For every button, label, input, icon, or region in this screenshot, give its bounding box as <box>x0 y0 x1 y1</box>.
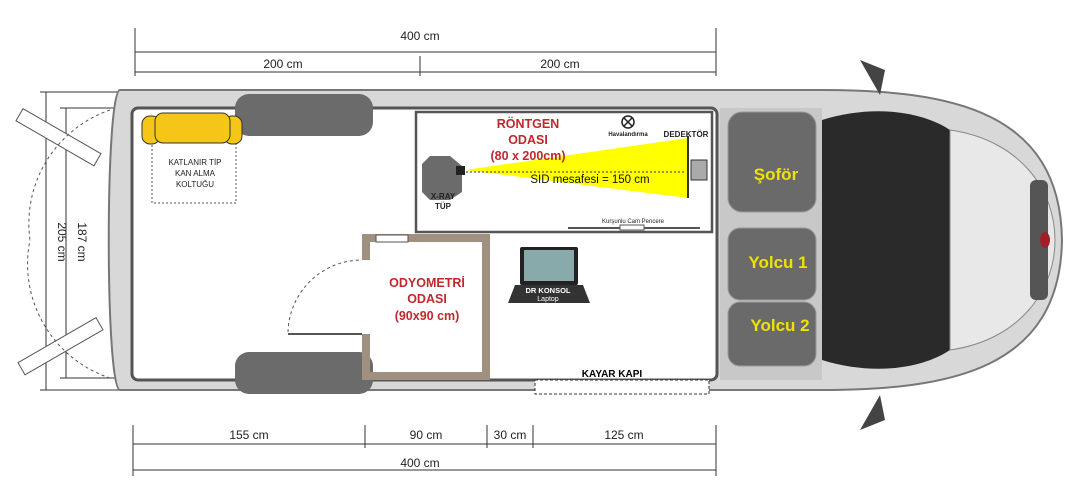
top-dimensions: 400 cm 200 cm 200 cm <box>134 28 717 76</box>
wheel-arch <box>235 352 373 394</box>
detector <box>690 159 708 181</box>
dim-bottom-125: 125 cm <box>604 428 643 442</box>
seat-passenger-2: Yolcu 2 <box>750 316 809 335</box>
rear-doors <box>15 107 111 379</box>
dim-bottom-total: 400 cm <box>400 456 439 470</box>
console-label: Laptop <box>537 296 559 303</box>
xray-room-title: ODASI <box>508 133 548 147</box>
cab: Şoför Yolcu 1 Yolcu 2 <box>720 60 1056 430</box>
dim-outer-width: 205 cm <box>55 222 69 261</box>
radiation-icon <box>456 166 465 175</box>
sid-distance: SID mesafesi = 150 cm <box>530 174 649 186</box>
xray-beam <box>465 138 688 198</box>
dim-bottom-30: 30 cm <box>494 428 527 442</box>
dim-top-total: 400 cm <box>400 29 439 43</box>
dim-inner-width: 187 cm <box>75 222 89 261</box>
xray-room-size: (80 x 200cm) <box>490 149 565 163</box>
detector-label: DEDEKTÖR <box>664 130 709 139</box>
bottom-dimensions: 155 cm 90 cm 30 cm 125 cm 400 cm <box>132 425 717 476</box>
audiometry-room: ODYOMETRİ ODASI (90x90 cm) <box>287 234 490 380</box>
blood-draw-chair: KATLANIR TİP KAN ALMA KOLTUĞU <box>141 112 243 204</box>
sliding-door <box>534 379 710 395</box>
console-label: DR KONSOL <box>526 286 571 295</box>
dim-bottom-90: 90 cm <box>410 428 443 442</box>
chair-label: KAN ALMA <box>175 169 216 178</box>
audiometry-title: ODASI <box>407 292 447 306</box>
seat-driver: Şoför <box>754 165 799 184</box>
dim-bottom-155: 155 cm <box>229 428 268 442</box>
dim-top-left: 200 cm <box>263 57 302 71</box>
lead-glass-window <box>619 224 645 231</box>
xray-room: RÖNTGEN ODASI (80 x 200cm) SID mesafesi … <box>414 110 714 234</box>
xray-room-title: RÖNTGEN <box>497 116 560 131</box>
chair-label: KOLTUĞU <box>176 180 214 189</box>
xray-tube <box>422 156 462 200</box>
side-dimensions: 187 cm 205 cm <box>40 91 132 391</box>
tube-label: X-RAY <box>431 192 456 201</box>
audiometry-size: (90x90 cm) <box>395 309 460 323</box>
audiometry-title: ODYOMETRİ <box>389 275 465 290</box>
seat-passenger-1: Yolcu 1 <box>748 253 807 272</box>
console-laptop: DR KONSOL Laptop <box>508 247 590 303</box>
tube-label: TÜP <box>435 202 452 211</box>
sliding-door-label: KAYAR KAPI <box>582 369 643 380</box>
chair-label: KATLANIR TİP <box>168 158 221 167</box>
window-label: Kurşunlu Cam Pencere <box>602 219 665 225</box>
ventilation-label: Havalandırma <box>608 132 648 138</box>
dim-top-right: 200 cm <box>540 57 579 71</box>
wheel-arch <box>235 94 373 136</box>
